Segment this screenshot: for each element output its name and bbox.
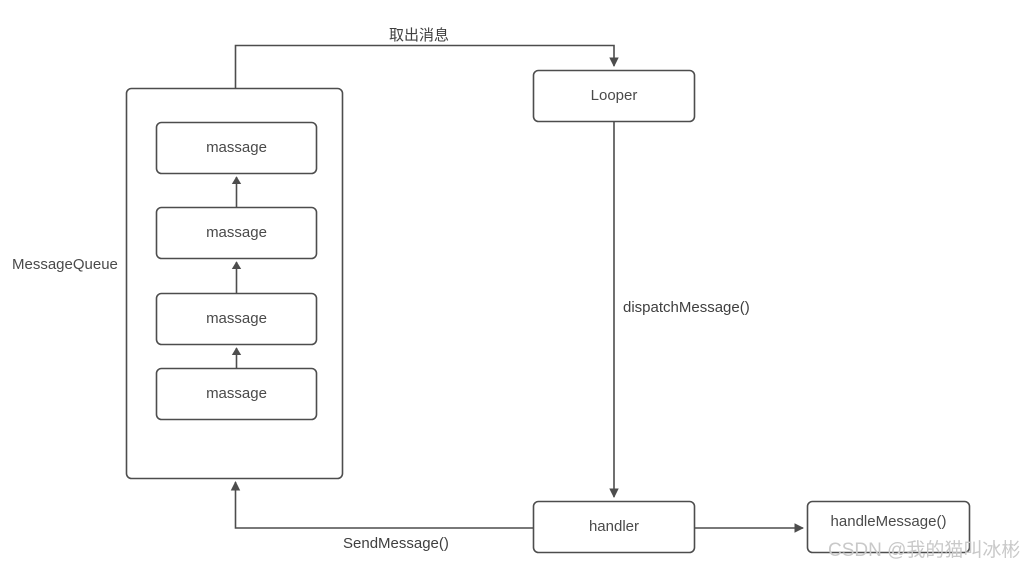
looper-box[interactable] [532,69,696,123]
handle-message-box[interactable] [806,500,971,554]
massage-label-3: massage [206,310,267,327]
edge-label-send-message: SendMessage() [343,535,449,552]
edge-label-take-message: 取出消息 [389,27,450,44]
edge-queue-to-looper [234,44,619,88]
handle-message-label: handleMessage() [830,513,947,530]
massage-box-2[interactable] [155,206,318,260]
message-queue-label: MessageQueue [12,256,118,273]
edge-label-dispatch-message: dispatchMessage() [623,299,750,316]
massage-label-4: massage [206,385,267,402]
massage-box-3[interactable] [155,292,318,346]
looper-label: Looper [590,87,638,104]
massage-box-1[interactable] [155,121,318,175]
handler-label: handler [588,518,640,535]
massage-label-2: massage [206,224,267,241]
massage-label-1: massage [206,139,267,156]
edge-handler-to-queue [230,481,533,529]
handler-box[interactable] [532,500,696,554]
massage-box-4[interactable] [155,367,318,421]
